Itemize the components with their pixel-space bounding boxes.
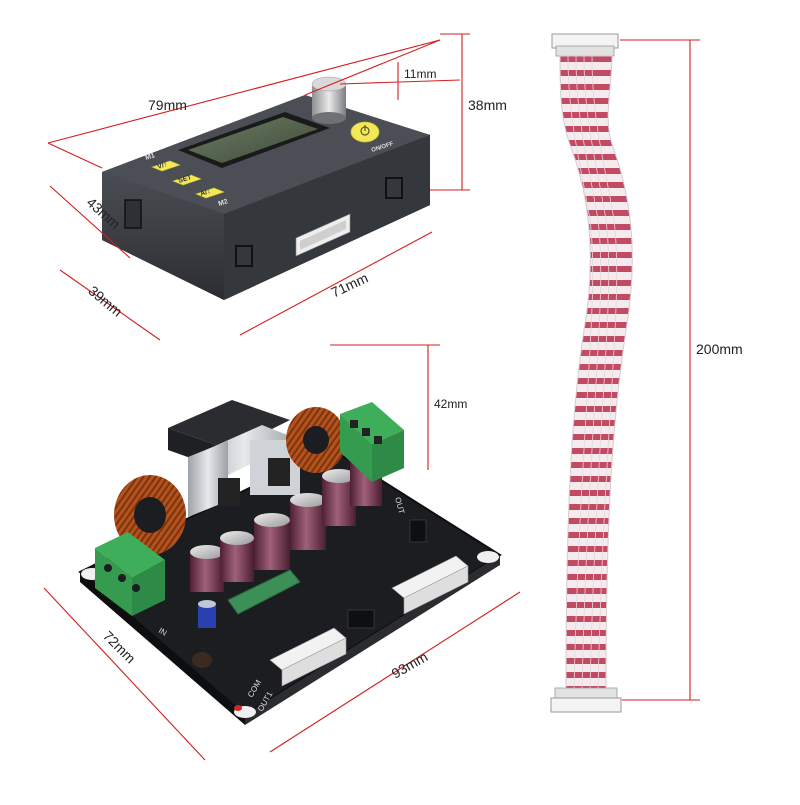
a-down-label: A/↓ [199,188,211,198]
standoff [477,551,499,563]
capacitor [220,531,254,582]
display-connector [295,213,351,257]
cable-connector-bottom[interactable] [550,687,622,713]
capacitor [254,513,290,570]
set-button[interactable]: SET [172,174,202,186]
housing-right [224,135,430,300]
dim-42mm: 42mm [434,397,468,411]
capacitor [290,493,326,550]
copper-coil [114,475,186,555]
small-capacitor [198,600,216,628]
ribbon-cable [550,33,633,713]
v-up-label: V/↑ [156,161,168,171]
lcd-screen [188,117,318,163]
output-terminal[interactable] [340,402,404,482]
out-silk: OUT [393,496,406,515]
clip-slot [235,245,253,267]
pcb-connector[interactable] [391,555,469,615]
input-terminal[interactable] [95,532,165,616]
capacitor [190,545,224,592]
pcb-connector[interactable] [269,627,347,687]
cable-wires [567,55,618,691]
v-up-button[interactable]: V/↑ [151,160,181,172]
control-board [227,569,301,615]
dimension-lines [43,33,700,761]
dim-200mm: 200mm [696,341,743,357]
ic-chip [347,609,375,629]
dim-79mm: 79mm [148,97,187,113]
pcb-module: OUT IN COM OUT1 [78,400,502,725]
display-module: V/↑ SET A/↓ M1 M2 ON/OFF [102,76,430,300]
standoff [234,705,242,711]
rotary-knob[interactable] [311,76,347,124]
fan-housing [168,400,290,450]
dim-11mm: 11mm [404,67,437,81]
ic-chip [409,519,427,543]
clip-slot [124,199,142,229]
cable-connector-top[interactable] [551,33,619,57]
m1-label: M1 [144,152,156,162]
copper-coil [286,407,346,473]
clip-slot [385,177,403,199]
dim-38mm: 38mm [468,97,507,113]
inductor [192,652,212,668]
set-label: SET [177,174,193,185]
in-silk: IN [157,626,169,638]
pcb-edge [80,572,245,725]
a-down-button[interactable]: A/↓ [195,187,225,199]
transistor [218,478,240,506]
m2-label: M2 [217,198,229,208]
cable-body [559,55,633,691]
transistor [268,458,290,486]
